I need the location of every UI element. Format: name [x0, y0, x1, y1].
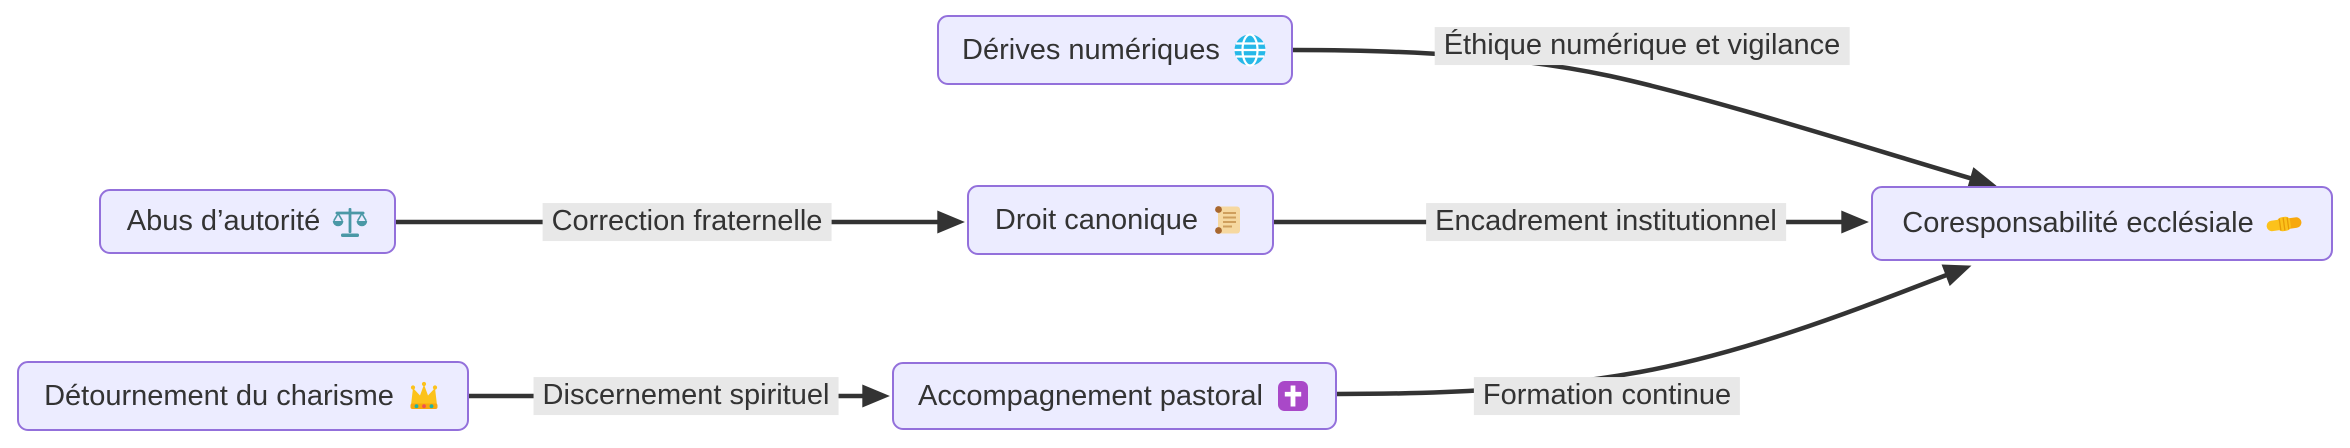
- edge-label-discernement-spirituel: Discernement spirituel: [533, 377, 839, 415]
- node-coresponsabilite-ecclesiale: Coresponsabilité ecclésiale: [1871, 186, 2333, 261]
- node-label: Abus d’autorité: [126, 205, 321, 237]
- node-accompagnement-pastoral: Accompagnement pastoral: [892, 362, 1337, 430]
- node-label: Détournement du charisme: [44, 379, 394, 412]
- edge-derives-to-coresponsabilite: [1292, 47, 1997, 190]
- scales-icon: [333, 207, 368, 237]
- crown-icon: [410, 381, 438, 409]
- handshake-icon: [2266, 216, 2302, 231]
- node-label: Accompagnement pastoral: [918, 379, 1263, 412]
- node-droit-canonique: Droit canonique: [967, 185, 1274, 255]
- node-label: Coresponsabilité ecclésiale: [1902, 207, 2254, 239]
- cross-icon: [1277, 381, 1308, 411]
- node-derives-numeriques: Dérives numériques: [937, 15, 1293, 85]
- edge-accompagnement-to-coresponsabilite: [1336, 264, 1972, 397]
- node-detournement-charisme: Détournement du charisme: [17, 361, 469, 431]
- edge-label-correction-fraternelle: Correction fraternelle: [542, 203, 832, 241]
- edge-label-ethique-numerique-et-vigilance: Éthique numérique et vigilance: [1434, 27, 1850, 65]
- globe-icon: [1234, 33, 1266, 67]
- scroll-icon: [1215, 206, 1241, 234]
- node-label: Dérives numériques: [962, 33, 1220, 66]
- edge-label-formation-continue: Formation continue: [1473, 377, 1741, 415]
- node-abus-autorite: Abus d’autorité: [99, 189, 396, 254]
- edge-label-encadrement-institutionnel: Encadrement institutionnel: [1426, 203, 1786, 241]
- node-label: Droit canonique: [994, 203, 1199, 236]
